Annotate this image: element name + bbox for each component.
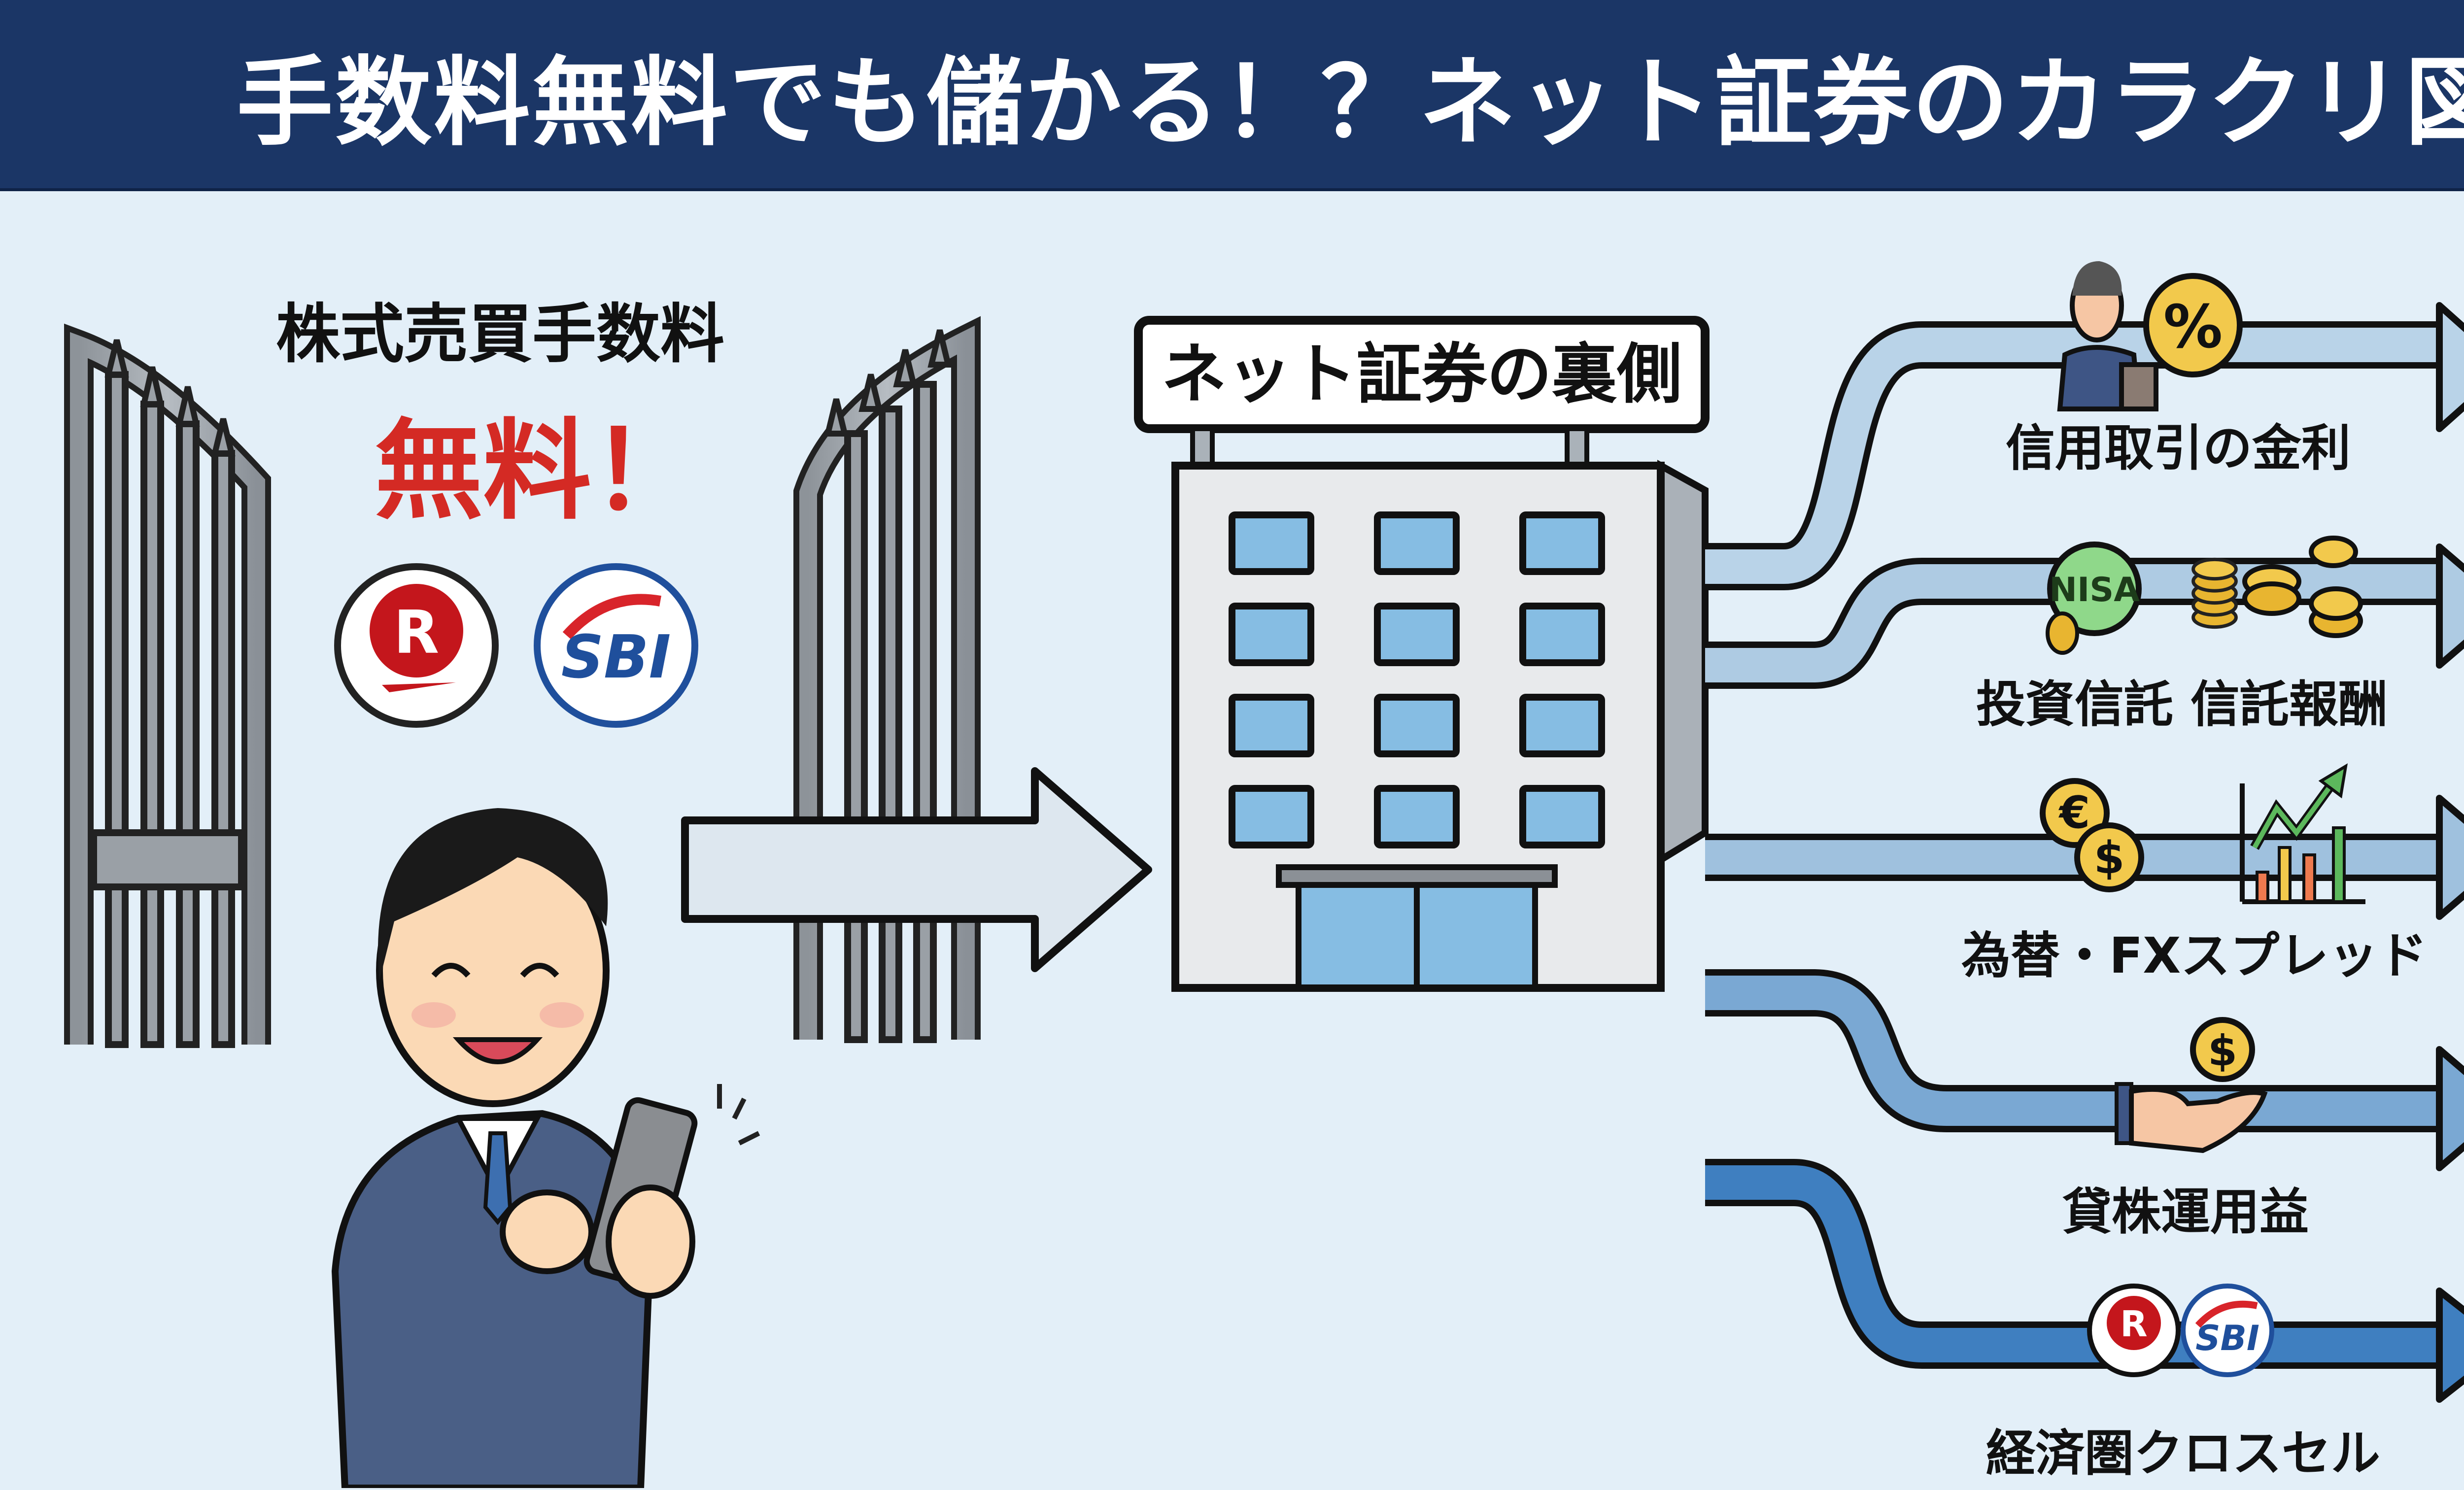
hand-holding-coin-icon: $ <box>2115 1017 2268 1153</box>
rising-chart-icon <box>2240 763 2365 904</box>
svg-text:$: $ <box>2208 1026 2237 1076</box>
flow-arrow-icon <box>681 767 1152 972</box>
svg-text:€: € <box>2058 787 2090 839</box>
percent-bubble-icon: % <box>2143 273 2243 377</box>
page-title: 手数料無料でも儲かる！？ネット証券のカラクリ図解 <box>236 46 2464 159</box>
stream-label-3: 為替・FXスプレッド <box>1961 927 2428 984</box>
revenue-stream-4 <box>1705 969 2464 1171</box>
svg-text:%: % <box>2163 293 2223 362</box>
diagram-stage: $ <box>0 191 2464 1490</box>
free-label: 無料！ <box>375 408 700 534</box>
nisa-badge-icon: NISA <box>2046 542 2142 655</box>
svg-text:$: $ <box>2094 832 2125 884</box>
currency-exchange-icon: € $ <box>2040 778 2144 892</box>
stream-label-2: 投資信託 信託報酬 <box>1976 676 2388 733</box>
revenue-stream-5 <box>1705 1159 2464 1403</box>
revenue-stream-2 <box>1705 543 2464 689</box>
sign-board: ネット証券の裏側 <box>1134 316 1710 468</box>
coin-stacks-icon <box>2193 536 2363 638</box>
office-building-icon <box>1171 460 1709 992</box>
businessman-with-phone-icon <box>331 808 760 1490</box>
revenue-stream-1 <box>1705 302 2464 590</box>
rakuten-logo-small-icon: R <box>2087 1284 2181 1377</box>
rakuten-logo-icon: R <box>334 563 499 728</box>
svg-text:R: R <box>394 599 439 667</box>
stream-label-1: 信用取引の金利 <box>2006 419 2351 477</box>
fee-heading: 株式売買手数料 <box>276 297 725 372</box>
left-gate-icon <box>64 323 271 1048</box>
sign-label: ネット証券の裏側 <box>1162 337 1682 412</box>
title-banner: 手数料無料でも儲かる！？ネット証券のカラクリ図解 <box>0 0 2464 191</box>
right-gate-icon <box>793 316 981 1043</box>
svg-text:SBI: SBI <box>561 623 671 692</box>
svg-text:NISA: NISA <box>2049 571 2140 610</box>
stream-label-4: 貸株運用益 <box>2062 1183 2309 1241</box>
stream-label-5: 経済圏クロスセル <box>1986 1424 2380 1482</box>
sbi-logo-small-icon: SBI <box>2181 1284 2274 1377</box>
sbi-logo-icon: SBI <box>534 563 698 728</box>
svg-text:SBI: SBI <box>2195 1318 2259 1358</box>
svg-text:R: R <box>2120 1303 2147 1345</box>
margin-businessman-icon <box>2057 261 2158 411</box>
